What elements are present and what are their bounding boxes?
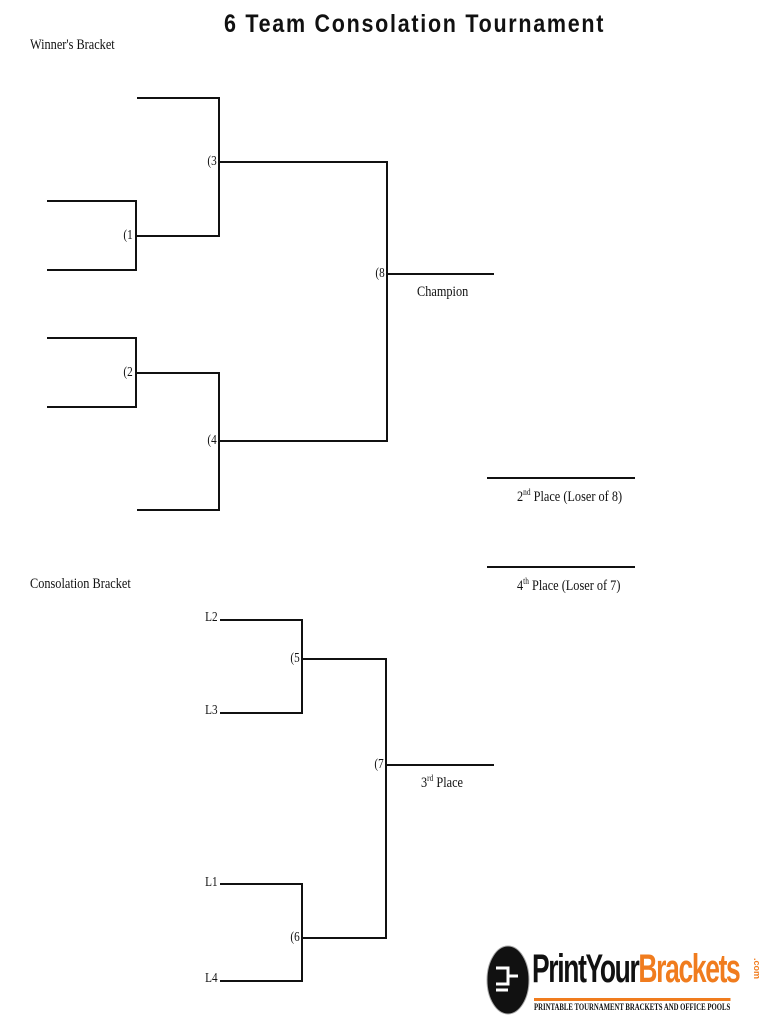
ordinal: 2 [517,489,524,505]
champion-label: Champion [417,284,469,300]
ordinal-suffix: th [523,576,529,586]
bracket-logo-icon [486,945,530,1015]
bracket-slot [302,658,387,939]
game-label-1: (1 [123,228,133,243]
bracket-slot [47,200,137,271]
place-text: Place (Loser of 8) [530,489,623,505]
game-label-6: (6 [290,930,300,945]
logo-wordmark: PrintYourBrackets [532,946,741,992]
game-label-7: (7 [374,757,384,772]
seed-label: L3 [205,703,218,718]
game-label-5: (5 [290,651,300,666]
bracket-slot [219,161,388,442]
ordinal: 4 [517,578,524,594]
ordinal-suffix: nd [523,487,531,497]
logo-tld: .com [752,958,762,980]
bracket-slot [136,97,220,237]
game-label-8: (8 [375,266,385,281]
printyourbrackets-logo: PrintYourBrackets .com PRINTABLE TOURNAM… [486,944,766,1016]
logo-part1: PrintYour [532,947,640,991]
place-text: Place [433,775,464,791]
seed-label: L2 [205,610,218,625]
game-label-2: (2 [123,365,133,380]
game-label-4: (4 [207,433,217,448]
ordinal: 3 [421,775,428,791]
winners-bracket-heading: Winner's Bracket [30,37,115,53]
game-label-3: (3 [207,154,217,169]
ordinal-suffix: rd [427,773,434,783]
bracket-slot [220,883,303,982]
place-text: Place (Loser of 7) [528,578,621,594]
third-place-label: 3rd Place [421,773,463,792]
logo-part2: Brackets [638,947,740,991]
second-place-label: 2nd Place (Loser of 8) [517,487,622,506]
page-title: 6 Team Consolation Tournament [224,10,606,38]
consolation-bracket-heading: Consolation Bracket [30,576,131,592]
logo-tagline: PRINTABLE TOURNAMENT BRACKETS AND OFFICE… [534,998,731,1013]
seed-label: L4 [205,971,218,986]
seed-label: L1 [205,875,218,890]
fourth-place-label: 4th Place (Loser of 7) [517,576,620,595]
bracket-slot [220,619,303,714]
